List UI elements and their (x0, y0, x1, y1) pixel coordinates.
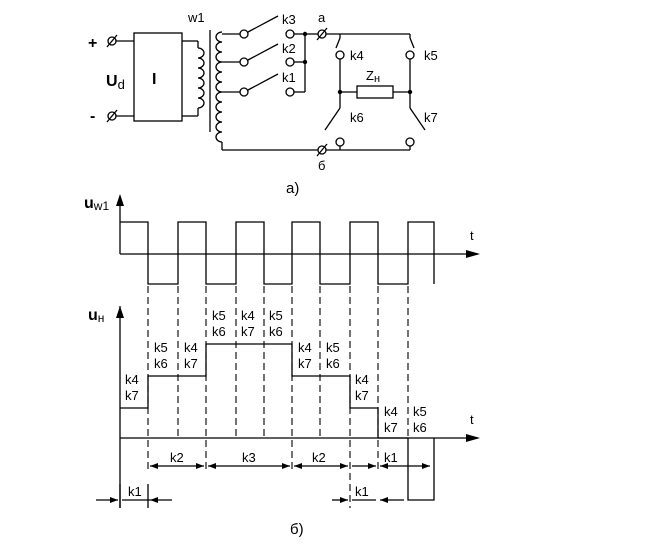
step-label: k5 (269, 308, 283, 323)
interval-label: k2 (312, 450, 326, 465)
circuit-schematic: + - Ud I w1 (88, 10, 438, 197)
switch-k6-label: k6 (350, 110, 364, 125)
switch-k5 (405, 37, 415, 92)
timing-diagram: uw1 t uн t k4 k7 k (84, 194, 480, 538)
secondary-winding (215, 31, 223, 143)
step-label: k7 (298, 356, 312, 371)
caption-a: а) (286, 180, 299, 197)
step-label: k5 (326, 340, 340, 355)
interval-label: k1 (355, 484, 369, 499)
step-label: k4 (355, 372, 369, 387)
step-label: k6 (212, 324, 226, 339)
switch-k1-label: k1 (282, 70, 296, 85)
primary-winding (197, 47, 205, 109)
uw1-axis-label: uw1 (84, 195, 109, 213)
switch-k4-label: k4 (350, 48, 364, 63)
terminal-minus (106, 109, 118, 123)
terminal-plus (106, 34, 118, 48)
step-label: k7 (384, 420, 398, 435)
node-a-label: а (318, 10, 326, 25)
minus-sign: - (90, 108, 95, 125)
step-label: k4 (241, 308, 255, 323)
switch-k7-label: k7 (424, 110, 438, 125)
step-label: k7 (184, 356, 198, 371)
step-label: k6 (154, 356, 168, 371)
step-label: k4 (184, 340, 198, 355)
interval-label: k2 (170, 450, 184, 465)
switch-k6 (324, 92, 345, 147)
terminal-b (316, 143, 328, 157)
supply-voltage-label: Ud (106, 73, 125, 92)
dashed-dividers (147, 286, 409, 508)
terminal-a (316, 27, 328, 41)
plus-sign: + (88, 35, 97, 52)
inverter-block (133, 32, 183, 122)
step-label: k6 (269, 324, 283, 339)
step-label: k7 (241, 324, 255, 339)
switch-k2-label: k2 (282, 41, 296, 56)
step-label: k4 (298, 340, 312, 355)
caption-b: б) (290, 521, 304, 538)
step-label: k7 (355, 388, 369, 403)
step-label: k5 (154, 340, 168, 355)
step-label: k7 (125, 388, 139, 403)
switch-k3-label: k3 (282, 12, 296, 27)
step-label: k4 (384, 404, 398, 419)
switch-k7 (405, 92, 426, 147)
un-axis-label: uн (88, 307, 104, 325)
uw1-time-label: t (470, 228, 474, 243)
winding-label: w1 (187, 10, 205, 25)
interval-label: k1 (384, 450, 398, 465)
node-b-label: б (318, 158, 325, 173)
switch-k4 (335, 37, 345, 92)
step-label: k4 (125, 372, 139, 387)
un-time-label: t (470, 412, 474, 427)
step-label: k6 (326, 356, 340, 371)
interval-row-1 (150, 463, 430, 469)
load-label: Zн (366, 68, 380, 85)
interval-row-2 (96, 484, 404, 508)
uw1-waveform (120, 221, 435, 285)
interval-label: k3 (242, 450, 256, 465)
load-impedance (356, 85, 394, 99)
switch-k1 (239, 73, 305, 97)
step-label: k5 (413, 404, 427, 419)
step-label: k6 (413, 420, 427, 435)
inverter-label: I (152, 71, 156, 88)
step-label: k5 (212, 308, 226, 323)
interval-label: k1 (128, 484, 142, 499)
switch-k5-label: k5 (424, 48, 438, 63)
